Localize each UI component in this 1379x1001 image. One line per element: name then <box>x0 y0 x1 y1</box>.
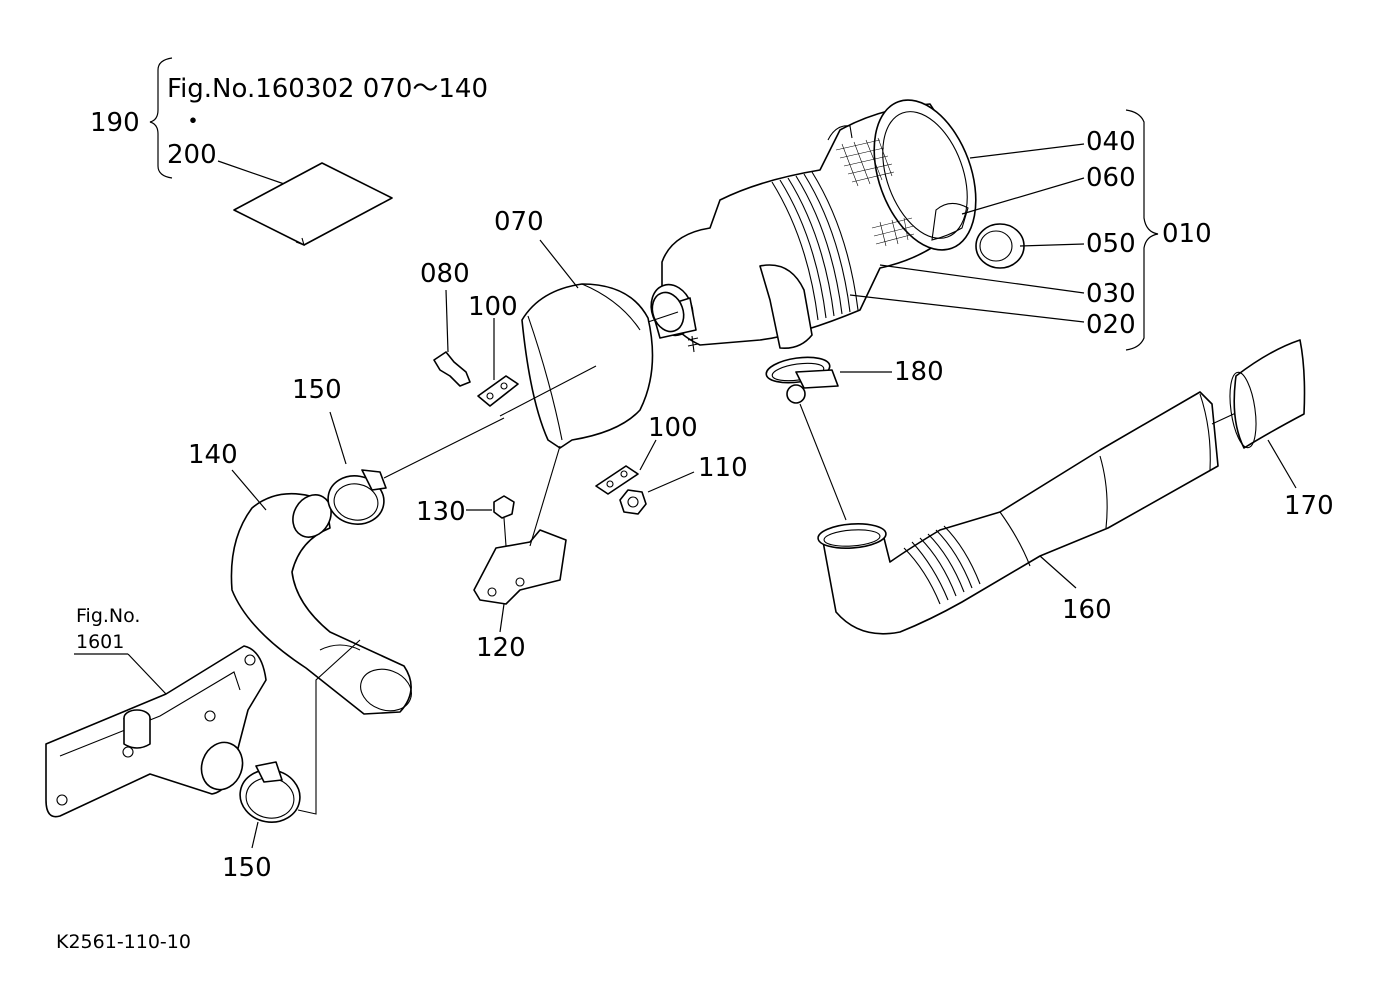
callout-140[interactable]: 140 <box>188 440 238 470</box>
air-cleaner-assembly: 040 060 050 010 030 020 <box>650 99 1212 353</box>
callout-170[interactable]: 170 <box>1284 491 1334 521</box>
intake-manifold: Fig.No. 1601 <box>45 605 267 818</box>
intake-nozzle <box>759 264 813 350</box>
external-fig-label: Fig.No. <box>76 605 140 627</box>
intake-hose-group: 140 150 150 <box>188 375 505 883</box>
callout-200[interactable]: 200 <box>167 140 217 170</box>
drawing-code: K2561-110-10 <box>56 931 191 953</box>
callout-060[interactable]: 060 <box>1086 163 1136 193</box>
bolt-130 <box>493 495 515 519</box>
callout-070[interactable]: 070 <box>494 207 544 237</box>
bracket-120 <box>473 529 567 605</box>
callout-050[interactable]: 050 <box>1086 229 1136 259</box>
external-fig-number[interactable]: 1601 <box>76 631 124 653</box>
reference-fig-text: Fig.No.160302 070～140 <box>167 74 488 104</box>
callout-180[interactable]: 180 <box>894 357 944 387</box>
manifold-body <box>45 645 267 818</box>
nut-110 <box>619 489 647 515</box>
callout-160[interactable]: 160 <box>1062 595 1112 625</box>
rain-cap-170 <box>1233 339 1306 449</box>
callout-020[interactable]: 020 <box>1086 310 1136 340</box>
inlet-duct-160 <box>821 391 1219 635</box>
rain-cap-group: 170 <box>1229 339 1334 521</box>
mounting-band-group: 070 080 100 100 110 <box>420 207 748 515</box>
callout-110[interactable]: 110 <box>698 453 748 483</box>
callout-100-lower[interactable]: 100 <box>648 413 698 443</box>
callout-080[interactable]: 080 <box>420 259 470 289</box>
callout-150-upper[interactable]: 150 <box>292 375 342 405</box>
spacer-plate-lower <box>595 465 639 495</box>
callout-040[interactable]: 040 <box>1086 127 1136 157</box>
hose-clamp-upper <box>327 475 385 525</box>
spacer-plate-upper <box>477 375 519 407</box>
clamp-180-group: 180 <box>765 356 944 521</box>
reference-dot: ・ <box>180 107 206 137</box>
mounting-band <box>521 283 654 449</box>
bolt-080 <box>433 351 471 387</box>
rear-cap <box>873 99 977 251</box>
callout-190[interactable]: 190 <box>90 108 140 138</box>
bracket-group: 130 120 <box>416 445 567 663</box>
callout-030[interactable]: 030 <box>1086 279 1136 309</box>
callout-010[interactable]: 010 <box>1162 219 1212 249</box>
vacuator-valve <box>975 223 1025 269</box>
inlet-duct-group: 160 <box>817 391 1239 635</box>
callout-150-lower[interactable]: 150 <box>222 853 272 883</box>
callout-130[interactable]: 130 <box>416 497 466 527</box>
decal-sheet <box>233 162 393 246</box>
clip-060 <box>931 202 969 241</box>
callout-120[interactable]: 120 <box>476 633 526 663</box>
reference-note: 190 Fig.No.160302 070～140 ・ 200 <box>90 57 488 246</box>
callout-100-upper[interactable]: 100 <box>468 292 518 322</box>
